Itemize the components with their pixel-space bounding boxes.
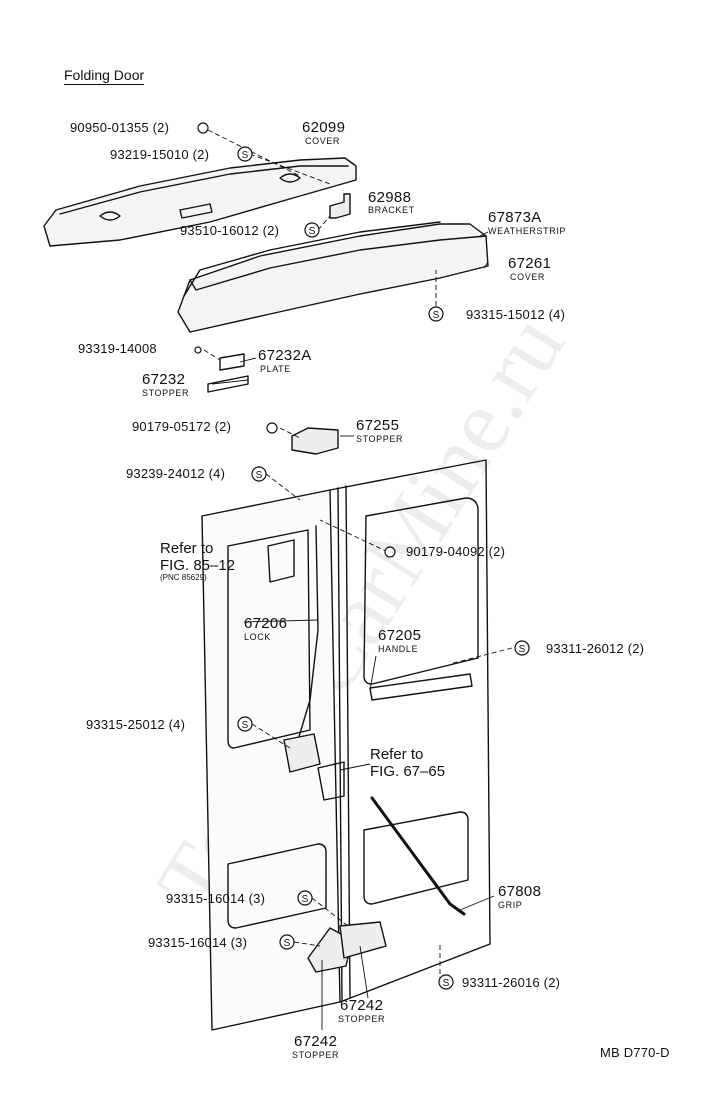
part-93315-16014-b: 93315-16014 (3) [148,935,248,950]
part-67255: 67255 [356,417,400,434]
screw-symbol-text: S [242,150,249,161]
part-67242-b-name: STOPPER [292,1050,340,1060]
part-93315-16014-a: 93315-16014 (3) [166,891,266,906]
cover-62099-shape [43,157,357,247]
part-93510-16012: 93510-16012 (2) [180,223,280,238]
part-67206-name: LOCK [244,632,271,642]
part-67873a: 67873A [488,209,542,226]
svg-text:S: S [433,310,440,321]
part-67808: 67808 [498,883,542,900]
svg-text:S: S [443,978,450,989]
part-67255-name: STOPPER [356,434,404,444]
svg-text:S: S [242,720,249,731]
lock-rod-shape [297,525,319,741]
part-67261-name: COVER [510,272,546,282]
part-67242-a: 67242 [340,997,384,1014]
part-67232a: 67232A [258,347,312,364]
part-93311-26016: 93311-26016 (2) [462,975,561,990]
refer-fig-67-65: FIG. 67–65 [370,763,446,780]
refer-fig-85-12: FIG. 85–12 [160,557,236,574]
svg-text:S: S [302,894,309,905]
svg-text:S: S [309,226,316,237]
part-67242-b: 67242 [294,1033,338,1050]
part-62988-name: BRACKET [368,205,415,215]
part-93311-26012: 93311-26012 (2) [546,641,645,656]
part-67205: 67205 [378,627,422,644]
cover-67261-shape [177,221,489,333]
part-93239-24012: 93239-24012 (4) [126,466,226,481]
part-67261: 67261 [508,255,552,272]
plate-67232a-shape [219,353,245,371]
svg-text:S: S [284,938,291,949]
refer-to-label: Refer to [160,540,214,557]
part-67873a-name: WEATHERSTRIP [488,226,567,236]
svg-text:S: S [256,470,263,481]
part-90179-04092: 90179-04092 (2) [406,544,506,559]
hinge-right-shape [339,921,387,959]
bracket-refer-85-12-shape [267,539,295,583]
stopper-67232-shape [207,375,249,393]
stopper-67255-shape [291,427,339,455]
bracket-refer-67-65-shape [317,761,345,801]
diagram-code: MB D770-D [600,1045,670,1060]
part-67205-name: HANDLE [378,644,419,654]
part-62099: 62099 [302,119,346,136]
svg-text:S: S [519,644,526,655]
part-90179-05172: 90179-05172 (2) [132,419,232,434]
refer-pnc-85629: (PNC 85629) [160,573,207,582]
page-title: Folding Door [64,67,145,85]
part-93315-15012: 93315-15012 (4) [466,307,566,322]
part-67232a-name: PLATE [260,364,291,374]
part-93319-14008: 93319-14008 [78,341,157,356]
part-67232-name: STOPPER [142,388,190,398]
part-67206: 67206 [244,615,288,632]
part-90950-01355: 90950-01355 (2) [70,120,170,135]
part-93219-15010: 93219-15010 (2) [110,147,210,162]
part-67808-name: GRIP [498,900,523,910]
part-93315-25012: 93315-25012 (4) [86,717,186,732]
part-67232: 67232 [142,371,186,388]
part-62988: 62988 [368,189,412,206]
grip-67808-shape [370,796,466,916]
latch-shape [283,733,321,773]
refer-to-label-2: Refer to [370,746,424,763]
bracket-62988-shape [329,193,351,219]
part-62099-name: COVER [305,136,341,146]
part-67242-a-name: STOPPER [338,1014,386,1024]
screw-symbols [194,122,530,990]
